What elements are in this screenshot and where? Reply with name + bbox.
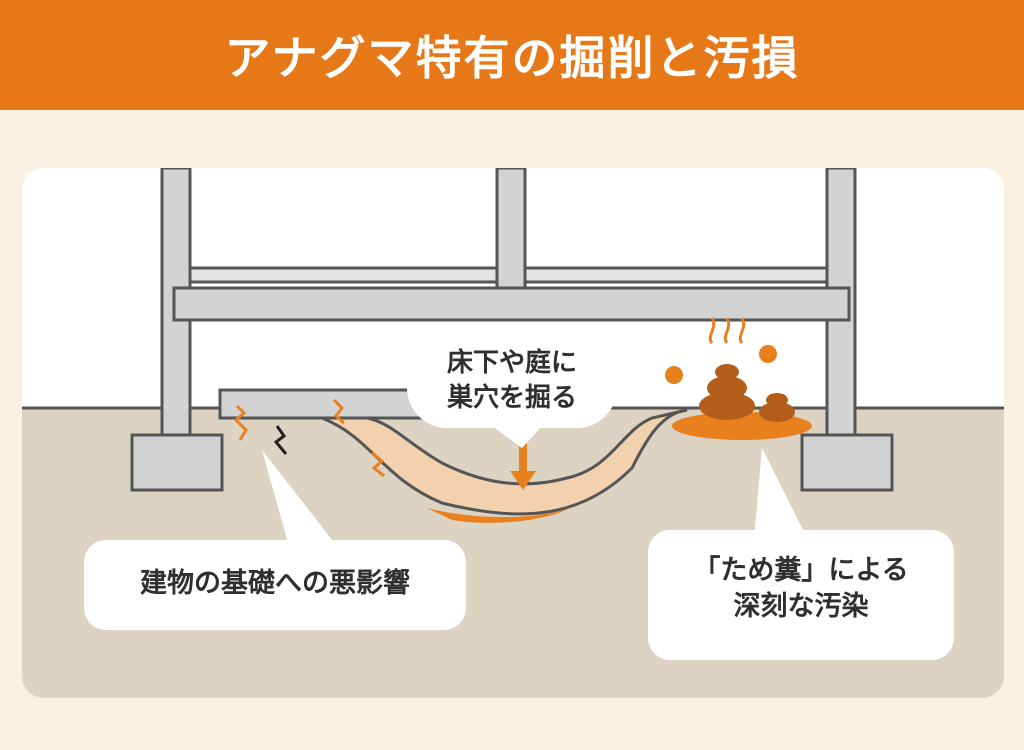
splat-icon (665, 345, 777, 384)
contamination-label-line2: 深刻な汚染 (733, 591, 869, 623)
contamination-label-line1: 「ため糞」による (693, 555, 909, 586)
foundation-label: 建物の基礎への悪影響 (84, 566, 466, 602)
dung-icon (699, 364, 795, 422)
foundation-speech-bubble (84, 450, 466, 630)
burrow-floor-dirt (427, 508, 570, 523)
odor-icon (708, 317, 746, 344)
foundation-cracks (233, 398, 385, 478)
digging-label-line2: 巣穴を掘る (446, 383, 577, 414)
house-cross-section-illustration (22, 168, 1004, 698)
contamination-label: 「ため糞」による 深刻な汚染 (648, 553, 954, 626)
contamination-speech-bubble (648, 448, 954, 660)
title-banner: アナグマ特有の掘削と汚損 (0, 0, 1024, 110)
illustration-panel: 床下や庭に 巣穴を掘る 建物の基礎への悪影響 「ため糞」による 深刻な汚染 (22, 168, 1004, 698)
foundation-label-text: 建物の基礎への悪影響 (140, 568, 410, 599)
crack-icon (273, 425, 288, 455)
digging-label: 床下や庭に 巣穴を掘る (407, 346, 617, 416)
burrow-tunnel (321, 408, 688, 516)
house-frame (130, 168, 894, 492)
digging-label-line1: 床下や庭に (446, 348, 577, 378)
digging-speech-bubble (407, 333, 617, 448)
arrow-down-icon (510, 443, 536, 490)
page-title: アナグマ特有の掘削と汚損 (224, 31, 800, 85)
